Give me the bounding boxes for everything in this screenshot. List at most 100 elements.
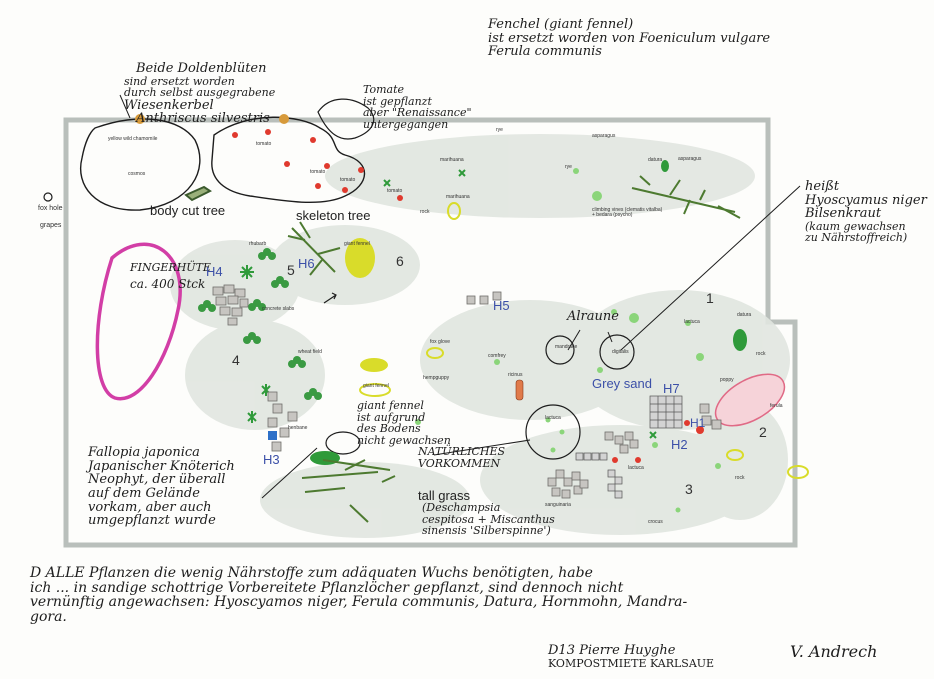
label-wild-chamomile: yellow wild chamomile <box>108 136 158 142</box>
note-fallopia: Fallopia japonica Japanischer Knöterich … <box>88 446 235 528</box>
note-line: zu Nährstoffreich) <box>805 231 908 245</box>
note-bottom: D ALLE Pflanzen die wenig Nährstoffe zum… <box>30 566 687 625</box>
label-grapes: grapes <box>40 222 62 229</box>
signature-name: V. Andrech <box>790 642 878 661</box>
zone-6: 6 <box>396 253 404 269</box>
note-natural: NATÜRLICHES VORKOMMEN <box>418 446 505 469</box>
note-line: D ALLE Pflanzen die wenig Nährstoffe zum… <box>30 565 593 581</box>
pink-ellipse-right <box>714 373 786 427</box>
orange-patch <box>515 379 524 401</box>
signature-block: D13 Pierre Huyghe KOMPOSTMIETE KARLSAUE <box>548 644 714 669</box>
label-lactuca: lactuca <box>545 415 561 421</box>
label-tomato: tomato <box>256 141 272 147</box>
label-giant-fennel: giant fennel <box>344 241 370 247</box>
grid-small <box>575 452 623 499</box>
note-fennel: giant fennel ist aufgrund des Bodens nic… <box>357 400 451 446</box>
note-line: Ferula communis <box>488 44 602 60</box>
note-line: nicht gewachsen <box>357 433 451 447</box>
alraune-circle-1 <box>545 335 575 365</box>
black-loop-left <box>80 118 201 211</box>
foxglove-ellipse <box>95 242 182 401</box>
note-fingerhute: FINGERHÜTE ca. 400 Stck <box>130 262 211 290</box>
hotspot-h2: H2 <box>671 437 688 452</box>
label-skeleton-tree: skeleton tree <box>296 208 371 223</box>
label-concrete-slabs: concrete slabs <box>262 306 295 312</box>
hotspot-h7: H7 <box>663 381 680 396</box>
tomato-dots <box>232 129 704 463</box>
label-poppy: poppy <box>720 377 734 383</box>
label-tomato: tomato <box>387 188 403 194</box>
label-body-cut-tree: body cut tree <box>150 203 226 218</box>
note-line: auf dem Gelände <box>88 485 200 501</box>
label-datura: datura <box>648 157 663 163</box>
tall-grass-drawing <box>301 459 396 523</box>
label-tall-grass: tall grass <box>418 488 471 503</box>
signature-sub: KOMPOSTMIETE KARLSAUE <box>548 656 715 670</box>
fox-hole-circle <box>43 192 53 202</box>
black-loop-connect <box>317 98 375 140</box>
label-rock: rock <box>735 475 745 481</box>
note-line: Neophyt, der überall <box>88 472 226 488</box>
clover-icons <box>198 248 322 400</box>
orange-dot-1 <box>135 114 145 124</box>
note-line: untergegangen <box>363 117 449 131</box>
zone-3: 3 <box>685 481 693 497</box>
label-lactuca: lactuca <box>628 465 644 471</box>
note-line: Fenchel (giant fennel) <box>488 17 634 32</box>
note-line: sind ersetzt worden <box>124 74 235 88</box>
note-line: Beide Doldenblüten <box>136 61 267 76</box>
note-line: Anthriscus silvestris <box>136 111 270 127</box>
note-line: sinensis 'Silberspinne') <box>422 524 551 538</box>
label-crocus: crocus <box>648 519 663 525</box>
blue-square <box>268 431 277 440</box>
label-asparagus: asparagus <box>678 156 702 162</box>
hotspot-h6: H6 <box>298 256 315 271</box>
note-line: des Bodens <box>357 422 421 436</box>
note-line: cespitosa + Miscanthus <box>422 512 555 526</box>
label-climbing-vines: climbing vines (clematis vitalba)+ bedar… <box>592 208 662 218</box>
label-rock: rock <box>420 209 430 215</box>
star-plants <box>240 169 657 439</box>
grey-areas <box>170 134 790 538</box>
note-line: FINGERHÜTE <box>130 261 211 274</box>
zone-2: 2 <box>759 424 767 440</box>
note-line: heißt <box>805 179 840 194</box>
arrow-sketch <box>323 292 337 304</box>
label-rhubarb: rhubarb <box>249 241 267 247</box>
hotspot-h1: H1 <box>690 416 706 430</box>
note-line: ist aufgrund <box>357 410 426 424</box>
note-top-left: Beide Doldenblüten sind ersetzt worden d… <box>124 61 275 127</box>
orange-dot-2 <box>279 114 289 124</box>
vines-line: + bedara (psycho) <box>592 212 633 218</box>
note-line: giant fennel <box>357 399 424 412</box>
signature-title: D13 Pierre Huyghe <box>548 643 676 658</box>
label-comfrey: comfrey <box>488 353 506 359</box>
note-line: Tomate <box>363 83 405 96</box>
yellow-patches <box>345 202 809 479</box>
note-line: vernünftig angewachsen: Hyoscyamos niger… <box>30 594 688 611</box>
note-line: VORKOMMEN <box>418 456 501 470</box>
label-digitalis: digitalis <box>612 349 629 355</box>
note-top-right: Fenchel (giant fennel) ist ersetzt worde… <box>488 18 770 59</box>
stone-slabs <box>212 284 722 499</box>
label-marihuana: marihuana <box>440 157 464 163</box>
note-line: ich ... in sandige schottrige Vorbereite… <box>30 579 624 596</box>
note-right: heißt Hyoscyamus niger Bilsenkraut (kaum… <box>805 180 927 244</box>
light-green-dots <box>415 168 721 513</box>
note-line: aber "Renaissance" <box>363 106 472 120</box>
label-rye: rye <box>496 127 503 133</box>
label-tomato: tomato <box>310 169 326 175</box>
label-giant-fennel: giant fennel <box>363 383 389 389</box>
label-hemp: hempguppy <box>423 375 450 381</box>
label-datura: datura <box>737 312 752 318</box>
label-asparagus: asparagus <box>592 133 616 139</box>
label-rye: rye <box>565 164 572 170</box>
body-cut-tree-log <box>184 185 212 202</box>
note-line: Bilsenkraut <box>805 206 882 222</box>
hotspot-h4: H4 <box>206 264 223 279</box>
label-wheat-field: wheat field <box>298 349 322 355</box>
note-line: gora. <box>30 609 67 626</box>
grid-h7 <box>649 395 683 429</box>
label-tomato: tomato <box>340 177 356 183</box>
